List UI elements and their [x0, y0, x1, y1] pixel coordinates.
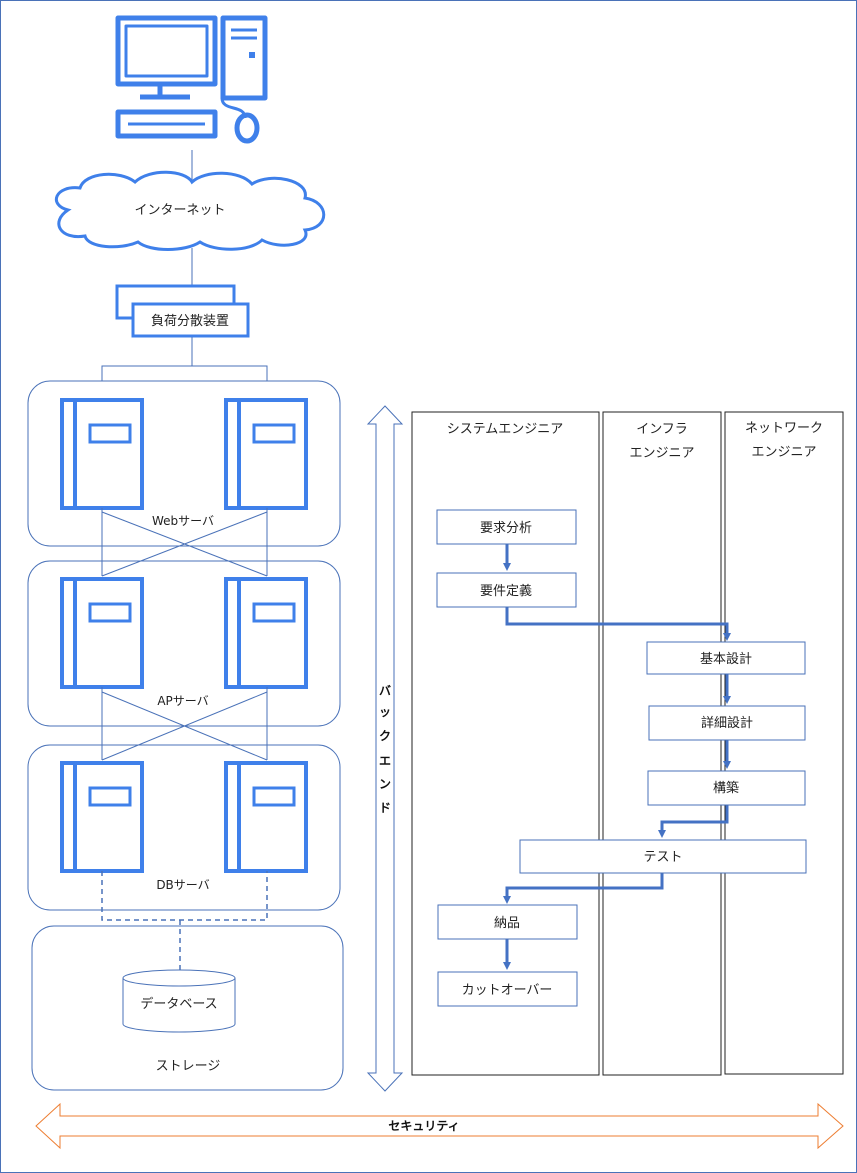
storage-group — [31, 925, 344, 1091]
web-server-label: Webサーバ — [152, 514, 214, 528]
db-to-storage-lines — [101, 871, 268, 970]
column-header-system-engineer: システムエンジニア — [447, 422, 564, 437]
process-requirements-definition: 要件定義 — [436, 572, 577, 608]
swimlane-infra-engineer — [602, 411, 722, 1076]
svg-text:詳細設計: 詳細設計 — [701, 715, 753, 731]
svg-text:エ: エ — [379, 754, 391, 768]
column-header-infra-line1: インフラ — [636, 422, 688, 437]
svg-text:要求分析: 要求分析 — [480, 521, 532, 536]
database-label: データベース — [140, 996, 217, 1012]
column-header-infra-line2: エンジニア — [629, 446, 694, 461]
server-icon — [60, 761, 144, 873]
server-icon — [224, 577, 308, 689]
svg-text:納品: 納品 — [494, 916, 520, 931]
web-ap-cross-lines — [101, 508, 268, 577]
svg-text:基本設計: 基本設計 — [700, 651, 752, 667]
backend-double-arrow — [366, 405, 404, 1092]
process-requirements-analysis: 要求分析 — [436, 509, 577, 545]
security-label: セキュリティ — [388, 1119, 459, 1133]
backend-label: バ ッ ク エ ン ド — [379, 684, 391, 815]
svg-text:カットオーバー: カットオーバー — [462, 983, 553, 998]
internet-cloud: インターネット — [55, 170, 326, 251]
column-header-network-line1: ネットワーク — [745, 421, 823, 436]
server-icon — [224, 398, 308, 510]
svg-text:ド: ド — [379, 801, 391, 815]
storage-label: ストレージ — [156, 1059, 221, 1074]
swimlane-network-engineer — [724, 411, 844, 1075]
svg-text:ン: ン — [379, 777, 391, 791]
process-construction: 構築 — [647, 770, 806, 806]
process-cutover: カットオーバー — [437, 971, 578, 1007]
process-delivery: 納品 — [437, 904, 578, 940]
column-header-network-line2: エンジニア — [751, 445, 816, 460]
svg-text:要件定義: 要件定義 — [480, 583, 532, 599]
server-icon — [60, 577, 144, 689]
process-test: テスト — [519, 839, 807, 874]
internet-label: インターネット — [134, 203, 225, 218]
flow-arrows — [503, 544, 731, 970]
server-icon — [224, 761, 308, 873]
db-server-label: DBサーバ — [156, 878, 209, 892]
desktop-computer-icon — [115, 15, 268, 144]
process-basic-design: 基本設計 — [646, 641, 806, 675]
svg-text:構築: 構築 — [713, 781, 739, 796]
db-server-group — [27, 744, 341, 911]
svg-text:ク: ク — [379, 729, 391, 743]
svg-text:ッ: ッ — [379, 705, 391, 719]
load-balancer: 負荷分散装置 — [115, 284, 250, 338]
server-icon — [60, 398, 144, 510]
ap-server-label: APサーバ — [157, 694, 208, 708]
database-cylinder: データベース — [122, 969, 236, 1033]
svg-text:バ: バ — [379, 684, 391, 698]
svg-text:テスト: テスト — [643, 850, 682, 865]
process-detailed-design: 詳細設計 — [648, 705, 806, 741]
ap-db-cross-lines — [101, 687, 268, 761]
load-balancer-label: 負荷分散装置 — [151, 314, 229, 329]
security-double-arrow — [35, 1102, 844, 1150]
